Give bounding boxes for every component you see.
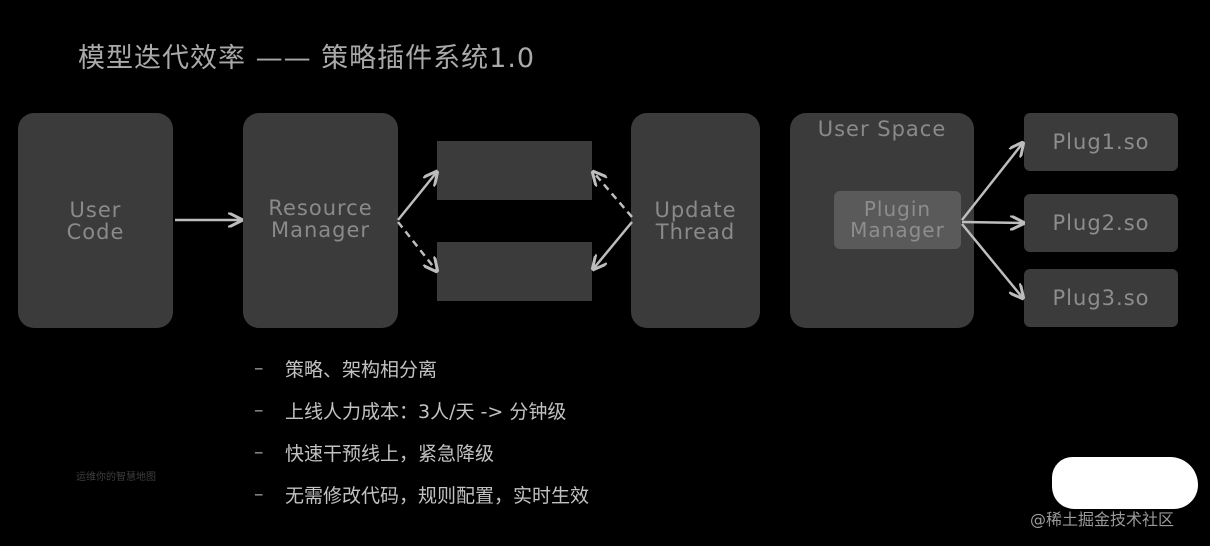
plugin-box-1: Plug1.so bbox=[1024, 113, 1178, 171]
arrow-resource-to-top-buffer bbox=[397, 173, 436, 221]
bullet-list: – 策略、架构相分离 – 上线人力成本：3人/天 -> 分钟级 – 快速干预线上… bbox=[254, 347, 589, 515]
bullet-marker: – bbox=[254, 441, 264, 463]
user-code-box: User Code bbox=[18, 113, 173, 328]
resource-manager-box: Resource Manager bbox=[243, 113, 398, 328]
list-item: – 快速干预线上，紧急降级 bbox=[254, 431, 589, 473]
plugin-box-2: Plug2.so bbox=[1024, 194, 1178, 252]
page-title: 模型迭代效率 —— 策略插件系统1.0 bbox=[78, 43, 536, 74]
plugin-box-3: Plug3.so bbox=[1024, 269, 1178, 327]
bullet-text: 上线人力成本：3人/天 -> 分钟级 bbox=[285, 400, 567, 423]
arrow-update-to-top-buffer bbox=[594, 173, 633, 218]
arrow-pm-to-plug3 bbox=[961, 223, 1022, 297]
arrow-resource-to-bottom-buffer bbox=[397, 221, 436, 270]
arrow-pm-to-plug1 bbox=[961, 144, 1022, 221]
list-item: – 策略、架构相分离 bbox=[254, 347, 589, 389]
buffer-block-top bbox=[437, 141, 592, 200]
update-thread-box: Update Thread bbox=[631, 113, 760, 328]
arrow-pm-to-plug2 bbox=[961, 222, 1022, 223]
bullet-text: 无需修改代码，规则配置，实时生效 bbox=[285, 484, 590, 507]
redaction-mark bbox=[1052, 457, 1198, 509]
arrow-update-to-bottom-buffer bbox=[594, 221, 633, 268]
bullet-text: 快速干预线上，紧急降级 bbox=[285, 442, 495, 465]
bullet-marker: – bbox=[254, 399, 264, 421]
plugin-manager-box: Plugin Manager bbox=[834, 191, 961, 249]
list-item: – 上线人力成本：3人/天 -> 分钟级 bbox=[254, 389, 589, 431]
buffer-block-bottom bbox=[437, 242, 592, 301]
list-item: – 无需修改代码，规则配置，实时生效 bbox=[254, 473, 589, 515]
watermark: @稀土掘金技术社区 bbox=[1030, 510, 1175, 529]
footnote: 运维你的智慧地图 bbox=[76, 472, 156, 483]
bullet-text: 策略、架构相分离 bbox=[285, 358, 438, 381]
bullet-marker: – bbox=[254, 483, 264, 505]
user-space-label: User Space bbox=[817, 117, 947, 141]
bullet-marker: – bbox=[254, 357, 264, 379]
